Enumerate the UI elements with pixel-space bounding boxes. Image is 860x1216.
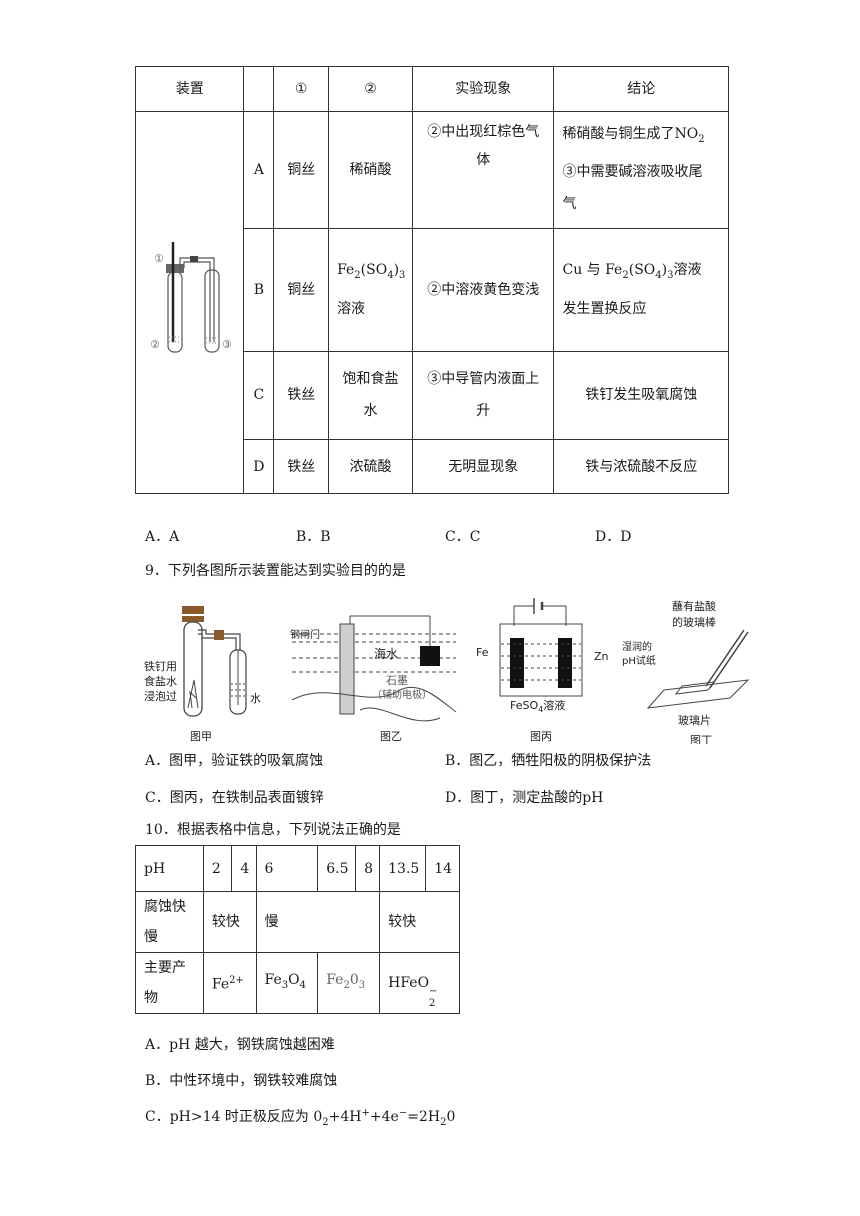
q9-option-a[interactable]: A．图甲，验证铁的吸氧腐蚀 bbox=[145, 753, 324, 769]
q8-option-a[interactable]: A．A bbox=[145, 529, 180, 545]
figure-yi: 钢闸门 海水 石墨 （辅助电极） 图乙 bbox=[290, 615, 457, 743]
conclusion-cell: Cu 与 Fe2(SO4)3溶液 发生置换反应 bbox=[553, 227, 729, 352]
liquid-cell: 稀硝酸 bbox=[328, 111, 414, 229]
row-id: A bbox=[243, 111, 275, 229]
label-2: ② bbox=[150, 338, 160, 351]
conclusion-cell: 铁与浓硫酸不反应 bbox=[553, 439, 729, 494]
q9-stem: 9．下列各图所示装置能达到实验目的的是 bbox=[145, 563, 406, 579]
table-row: D 铁丝 浓硫酸 无明显现象 铁与浓硫酸不反应 bbox=[136, 439, 729, 494]
header-1: ① bbox=[273, 66, 330, 112]
svg-text:FeSO4溶液: FeSO4溶液 bbox=[510, 698, 565, 714]
apparatus-cell: ① ② ③ bbox=[134, 111, 245, 494]
table-row: pH 2 4 6 6.5 8 13.5 14 bbox=[135, 845, 460, 892]
corrosion-table: pH 2 4 6 6.5 8 13.5 14 腐蚀快慢 较快 慢 较快 主要产物… bbox=[135, 845, 460, 1014]
liquid-cell: 饱和食盐水 bbox=[328, 350, 414, 441]
wire-cell: 铜丝 bbox=[273, 227, 330, 352]
liquid-cell: 浓硫酸 bbox=[328, 439, 414, 494]
liquid-cell: Fe2(SO4)3 溶液 bbox=[328, 227, 414, 352]
q10-option-b[interactable]: B．中性环境中，钢铁较难腐蚀 bbox=[145, 1073, 338, 1089]
q10-option-a[interactable]: A．pH 越大，钢铁腐蚀越困难 bbox=[145, 1037, 335, 1053]
caption-ding: 图丁 bbox=[690, 734, 712, 744]
label-1: ① bbox=[154, 252, 164, 265]
svg-text:（辅助电极）: （辅助电极） bbox=[372, 688, 432, 701]
table-row: ① ② ③ A 铜丝 稀硝酸 ②中出现红棕色气体 稀硝酸与铜生成了NO2 ③中需… bbox=[134, 111, 729, 494]
row-id: C bbox=[243, 350, 275, 441]
q9-option-c[interactable]: C．图丙，在铁制品表面镀锌 bbox=[145, 790, 324, 806]
caption-bing: 图丙 bbox=[530, 730, 552, 743]
caption-yi: 图乙 bbox=[380, 730, 402, 743]
conclusion-cell: 铁钉发生吸氧腐蚀 bbox=[553, 350, 729, 441]
figure-jia: 铁钉用 食盐水 浸泡过 水 图甲 bbox=[144, 606, 261, 743]
phenomenon-cell: ②中溶液黄色变浅 bbox=[412, 227, 555, 352]
phenomenon-cell: ③中导管内液面上升 bbox=[412, 350, 555, 441]
svg-text:石墨: 石墨 bbox=[386, 674, 408, 687]
table-row: 腐蚀快慢 较快 慢 较快 bbox=[135, 891, 460, 953]
header-blank bbox=[243, 66, 275, 112]
q10-stem: 10．根据表格中信息，下列说法正确的是 bbox=[145, 822, 401, 838]
row-id: D bbox=[243, 439, 275, 494]
phenomenon-cell: 无明显现象 bbox=[412, 439, 555, 494]
q9-option-d[interactable]: D．图丁，测定盐酸的pH bbox=[445, 790, 604, 806]
svg-text:海水: 海水 bbox=[374, 646, 398, 661]
wire-cell: 铁丝 bbox=[273, 439, 330, 494]
svg-text:食盐水: 食盐水 bbox=[144, 674, 177, 688]
svg-text:pH试纸: pH试纸 bbox=[622, 654, 656, 667]
apparatus-diagram: ① ② ③ bbox=[150, 242, 232, 353]
header-2: ② bbox=[328, 66, 414, 112]
conclusion-cell: 稀硝酸与铜生成了NO2 ③中需要碱溶液吸收尾气 bbox=[553, 111, 729, 229]
svg-text:浸泡过: 浸泡过 bbox=[144, 689, 177, 703]
q8-option-b[interactable]: B．B bbox=[296, 529, 331, 545]
svg-text:钢闸门: 钢闸门 bbox=[290, 628, 320, 641]
q9-option-b[interactable]: B．图乙，牺牲阳极的阴极保护法 bbox=[445, 753, 652, 769]
experiment-table: 装置 ① ② 实验现象 结论 bbox=[134, 66, 729, 494]
figure-bing: Fe Zn FeSO4溶液 图丙 bbox=[476, 598, 609, 743]
svg-text:Zn: Zn bbox=[594, 650, 609, 663]
label-3: ③ bbox=[222, 338, 232, 351]
table-row: C 铁丝 饱和食盐水 ③中导管内液面上升 铁钉发生吸氧腐蚀 bbox=[136, 350, 729, 441]
wire-cell: 铜丝 bbox=[273, 111, 330, 229]
header-apparatus: 装置 bbox=[134, 66, 245, 112]
q10-option-c[interactable]: C．pH>14 时正极反应为 02+4H++4e−=2H20 bbox=[145, 1107, 456, 1128]
table-row: 主要产物 Fe2+ Fe3O4 Fe203 HFeO−2 bbox=[135, 952, 460, 1014]
svg-text:的玻璃棒: 的玻璃棒 bbox=[672, 615, 716, 629]
header-phenomenon: 实验现象 bbox=[412, 66, 555, 112]
svg-text:蘸有盐酸: 蘸有盐酸 bbox=[672, 599, 716, 613]
svg-text:铁钉用: 铁钉用 bbox=[144, 660, 177, 673]
caption-jia: 图甲 bbox=[190, 730, 212, 743]
svg-text:湿润的: 湿润的 bbox=[622, 640, 652, 653]
svg-text:水: 水 bbox=[250, 692, 261, 705]
svg-text:Fe: Fe bbox=[476, 646, 489, 659]
figure-ding: 蘸有盐酸 的玻璃棒 湿润的 pH试纸 玻璃片 图丁 bbox=[622, 599, 750, 744]
table-row: B 铜丝 Fe2(SO4)3 溶液 ②中溶液黄色变浅 Cu 与 Fe2(SO4)… bbox=[136, 227, 729, 352]
row-id: B bbox=[243, 227, 275, 352]
phenomenon-cell: ②中出现红棕色气体 bbox=[412, 111, 555, 229]
header-conclusion: 结论 bbox=[553, 66, 729, 112]
q8-option-d[interactable]: D．D bbox=[595, 529, 632, 545]
q8-option-c[interactable]: C．C bbox=[445, 529, 481, 545]
wire-cell: 铁丝 bbox=[273, 350, 330, 441]
svg-text:玻璃片: 玻璃片 bbox=[678, 713, 711, 727]
